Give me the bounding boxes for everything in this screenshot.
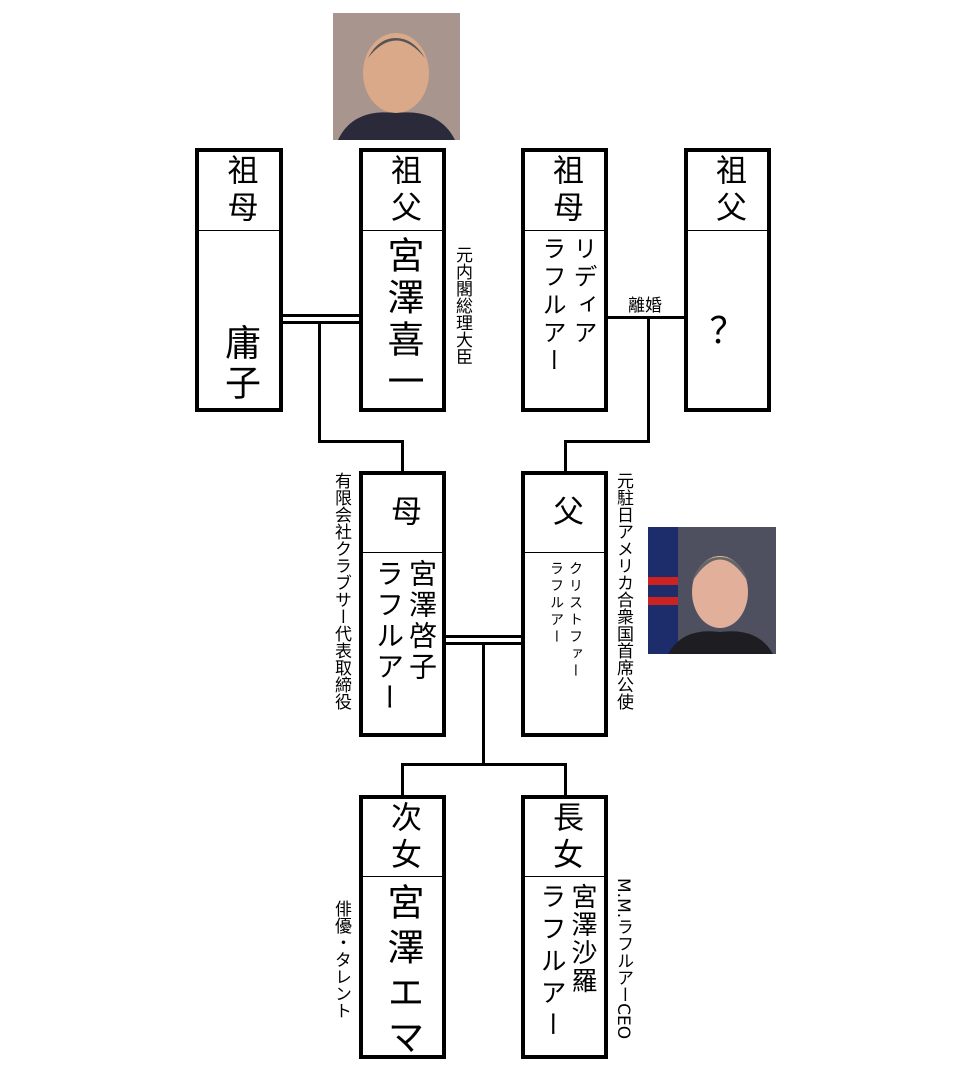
role-label: 祖父 [385, 154, 421, 228]
occupation-note: 俳優・タレント [331, 900, 351, 1019]
person-surname: ラフルアー [536, 883, 566, 1043]
descent-line [564, 440, 650, 443]
portrait-icon [648, 527, 776, 654]
person-surname: ラフルアー [538, 236, 566, 376]
descent-line [647, 316, 650, 443]
role-label: 祖母 [221, 154, 258, 228]
person-name: 宮澤喜一 [381, 236, 424, 404]
role-label: 祖母 [547, 154, 583, 228]
occupation-note: 元駐日アメリカ合衆国首席公使 [613, 472, 633, 710]
descent-line [564, 763, 567, 796]
grandmother-lafleur-box: 祖母 リディア ラフルアー [521, 148, 608, 412]
person-name: 庸子 [219, 324, 260, 404]
father-box: 父 クリストファー ラフルアー [521, 471, 608, 737]
descent-line [564, 440, 567, 472]
occupation-note: M.M.ラフルアーCEO [613, 878, 633, 1040]
person-name: ？ [709, 311, 746, 352]
person-name: 宮澤沙羅 [567, 883, 597, 995]
role-label: 母 [385, 495, 421, 532]
descent-line [401, 763, 404, 796]
descent-line [318, 321, 321, 443]
descent-line [401, 440, 404, 472]
descent-line [401, 763, 567, 766]
occupation-note: 元内閣総理大臣 [452, 246, 472, 365]
grandfather-photo [333, 13, 460, 140]
eldest-daughter-box: 長女 宮澤沙羅 ラフルアー [521, 795, 608, 1059]
marriage-line [445, 635, 522, 638]
marriage-line [282, 314, 360, 317]
role-label: 長女 [547, 800, 583, 875]
person-surname: ラフルアー [548, 561, 564, 646]
role-label: 父 [547, 495, 583, 532]
role-label: 祖父 [710, 154, 746, 228]
descent-line [318, 440, 404, 443]
descent-line [482, 642, 485, 766]
grandfather-miyazawa-box: 祖父 宮澤喜一 [359, 148, 446, 412]
person-name: リディア [569, 236, 597, 348]
divorce-line [607, 316, 685, 319]
portrait-icon [333, 13, 460, 140]
marriage-line [282, 321, 360, 324]
second-daughter-box: 次女 宮澤エマ [359, 795, 446, 1063]
occupation-note: 有限会社クラブサー代表取締役 [331, 472, 351, 710]
person-name: 宮澤啓子 [405, 559, 438, 683]
person-surname: ラフルアー [372, 559, 405, 714]
person-name: 宮澤エマ [381, 883, 424, 1063]
grandmother-miyazawa-box: 祖母 庸子 [195, 148, 283, 412]
person-name: クリストファー [567, 561, 583, 680]
grandfather-unknown-box: 祖父 ？ [684, 148, 771, 412]
divorce-label: 離婚 [628, 296, 662, 316]
role-label: 次女 [385, 800, 421, 875]
mother-box: 母 宮澤啓子 ラフルアー [359, 471, 446, 737]
father-photo [648, 527, 776, 654]
